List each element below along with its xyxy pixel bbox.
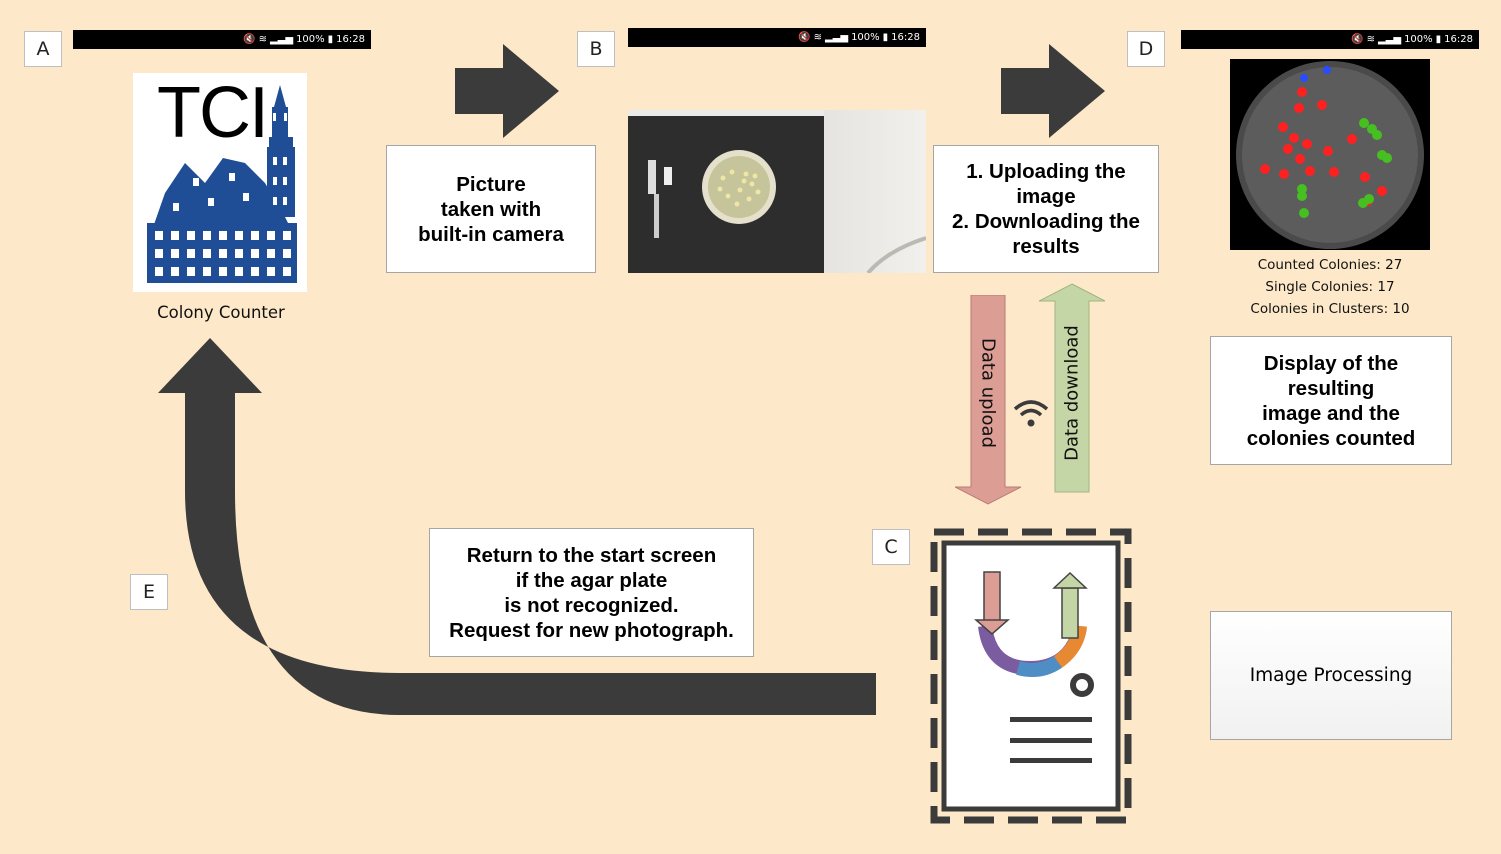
- status-bar-d: 🔇 ≋ ▂▃▅ 100% ▮ 16:28: [1181, 30, 1479, 49]
- logo-text: TCI: [157, 73, 269, 153]
- step-label-b: B: [577, 31, 615, 67]
- step-label-d: D: [1127, 31, 1165, 67]
- wifi-icon: ≋: [813, 32, 822, 43]
- battery-text: 100%: [851, 32, 880, 43]
- battery-icon: ▮: [882, 32, 889, 43]
- mute-icon: 🔇: [798, 32, 811, 43]
- single-colonies-text: Single Colonies: 17: [1265, 279, 1395, 295]
- time-text: 16:28: [1444, 34, 1473, 45]
- signal-icon: ▂▃▅: [269, 34, 294, 45]
- processing-document-icon: [930, 528, 1132, 824]
- step-label-e: E: [130, 574, 168, 610]
- wifi-icon: ≋: [1366, 34, 1375, 45]
- signal-icon: ▂▃▅: [824, 32, 849, 43]
- time-text: 16:28: [891, 32, 920, 43]
- arrow-b-to-d: [1001, 44, 1105, 138]
- battery-icon: ▮: [327, 34, 334, 45]
- step-label-a: A: [24, 31, 62, 67]
- castle-illustration: [147, 85, 297, 283]
- arrow-a-to-b: [455, 44, 559, 138]
- result-image: [1230, 59, 1430, 250]
- camera-photo: [628, 110, 926, 273]
- image-processing-box: Image Processing: [1210, 611, 1452, 740]
- upload-download-box: 1. Uploading the image 2. Downloading th…: [933, 145, 1159, 273]
- download-arrow: [1039, 283, 1106, 493]
- download-label: Data download: [1061, 325, 1083, 461]
- step-label-c: C: [872, 529, 910, 565]
- time-text: 16:28: [336, 34, 365, 45]
- upload-label: Data upload: [977, 337, 999, 449]
- wifi-icon: ≋: [258, 34, 267, 45]
- clustered-colonies-text: Colonies in Clusters: 10: [1250, 301, 1410, 317]
- logo-caption: Colony Counter: [157, 303, 285, 322]
- battery-icon: ▮: [1435, 34, 1442, 45]
- status-bar-b: 🔇 ≋ ▂▃▅ 100% ▮ 16:28: [628, 28, 926, 47]
- counted-colonies-text: Counted Colonies: 27: [1257, 257, 1403, 273]
- battery-text: 100%: [296, 34, 325, 45]
- tci-logo: TCI: [133, 73, 307, 292]
- wifi-icon: [1013, 400, 1049, 427]
- upload-arrow: [955, 295, 1022, 505]
- signal-icon: ▂▃▅: [1377, 34, 1402, 45]
- return-box: Return to the start screen if the agar p…: [429, 528, 754, 657]
- display-box: Display of the resulting image and the c…: [1210, 336, 1452, 465]
- return-arrow: [158, 338, 876, 715]
- status-bar-a: 🔇 ≋ ▂▃▅ 100% ▮ 16:28: [73, 30, 371, 49]
- mute-icon: 🔇: [1351, 34, 1364, 45]
- battery-text: 100%: [1404, 34, 1433, 45]
- mute-icon: 🔇: [243, 34, 256, 45]
- picture-box: Picture taken with built-in camera: [386, 145, 596, 273]
